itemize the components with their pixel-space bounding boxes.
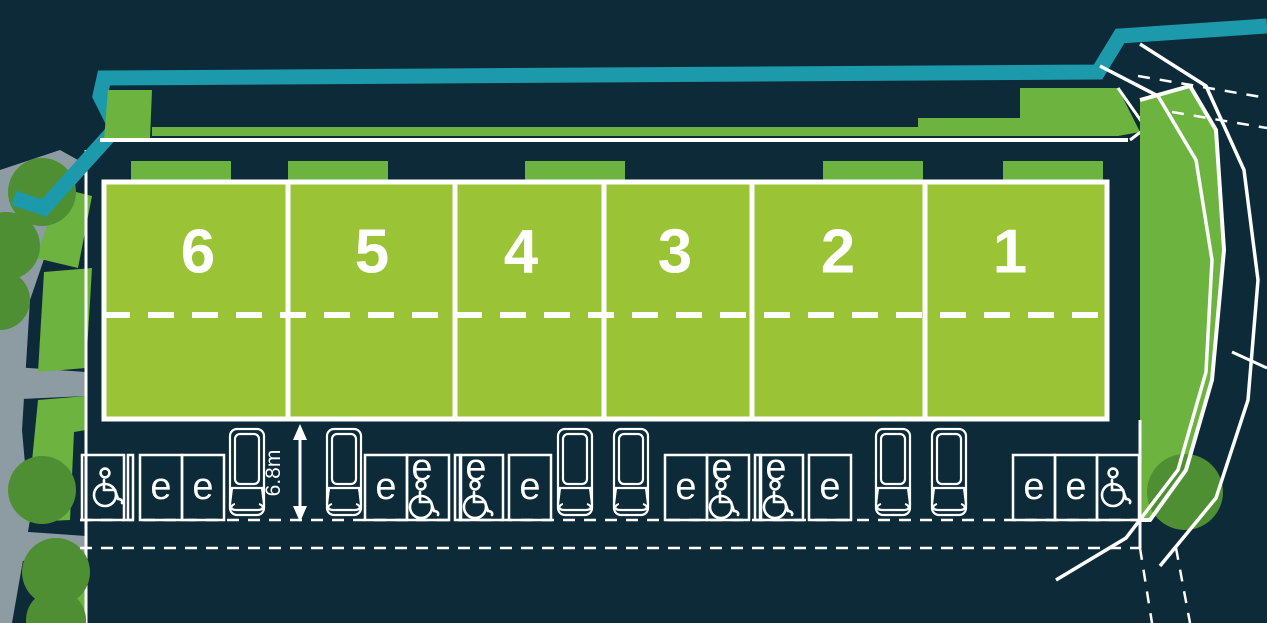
parking-bay[interactable] [180,453,226,522]
roof-garden [131,161,231,181]
parking-bay[interactable] [80,453,126,522]
green-strip-nw [104,90,152,140]
bay-group-east: e e [1011,453,1141,522]
ev-bay-label: e [411,447,432,489]
unit-number: 5 [355,217,389,286]
unit-number: 4 [504,217,539,286]
ev-bay-label: e [675,466,696,508]
tree-icon [0,270,30,330]
parking-bay-accessible[interactable] [405,453,451,522]
dimension-label: 6.8m [262,450,285,497]
ev-bay-label: e [765,447,786,489]
road-centreline-dashed [1171,110,1267,130]
tree-icon [1147,454,1223,530]
roof-garden [288,161,388,181]
road-edge-inner [1055,64,1214,582]
parking-bay-accessible[interactable] [705,453,751,522]
unit-number: 2 [821,217,855,286]
road-edge-outer [1139,42,1260,568]
tree-icon [22,538,90,606]
ev-bay-label: e [711,447,732,489]
ev-bay-label: e [150,466,171,508]
roof-garden [823,161,923,181]
ev-bay-label: e [1023,466,1044,508]
parking-bay[interactable] [507,453,553,522]
tree-icon [26,590,86,623]
terrace-block [101,179,1110,422]
roof-garden [1003,161,1103,181]
bay-group-centre-east: e e e e [663,447,853,522]
roof-garden-group [131,161,1103,181]
site-boundary-teal [11,18,1267,217]
ev-bay-label: e [465,447,486,489]
verge-kerb-east [1139,83,1227,522]
parking-bay-accessible[interactable] [1095,453,1141,522]
tree-icon [0,212,40,280]
bay-group-centre-west: e e e e [363,447,553,522]
footpath-spur-mid [0,366,86,400]
dimension-arrow-bottom [293,506,307,522]
parking-bay[interactable] [807,453,853,522]
ev-bay-label: e [1065,466,1086,508]
dimension-6-8m: 6.8m [262,424,307,522]
east-landscape [1055,42,1267,623]
parking-bay-accessible[interactable] [459,453,505,522]
verge-upper [38,268,92,372]
tree-cluster-west [0,158,90,623]
ev-bay-label: e [819,466,840,508]
ev-bay-label: e [192,466,213,508]
bay-group-west: e e [80,453,226,522]
bay-divider [126,453,135,522]
ev-bay-label: e [519,466,540,508]
rear-green-band [100,87,1149,142]
dimension-arrow-top [293,424,307,440]
unit-number: 3 [658,217,692,286]
unit-number-group: 6 5 4 3 2 1 [181,217,1027,286]
green-strip-rear [152,88,1140,136]
tree-icon [8,456,76,524]
unit-number: 1 [993,217,1027,286]
parking-bay-accessible[interactable] [759,453,805,522]
verge-north [36,188,92,268]
ev-bay-label: e [375,466,396,508]
roof-garden [525,161,625,181]
unit-number: 6 [181,217,215,286]
road-spur-east [1231,350,1267,370]
